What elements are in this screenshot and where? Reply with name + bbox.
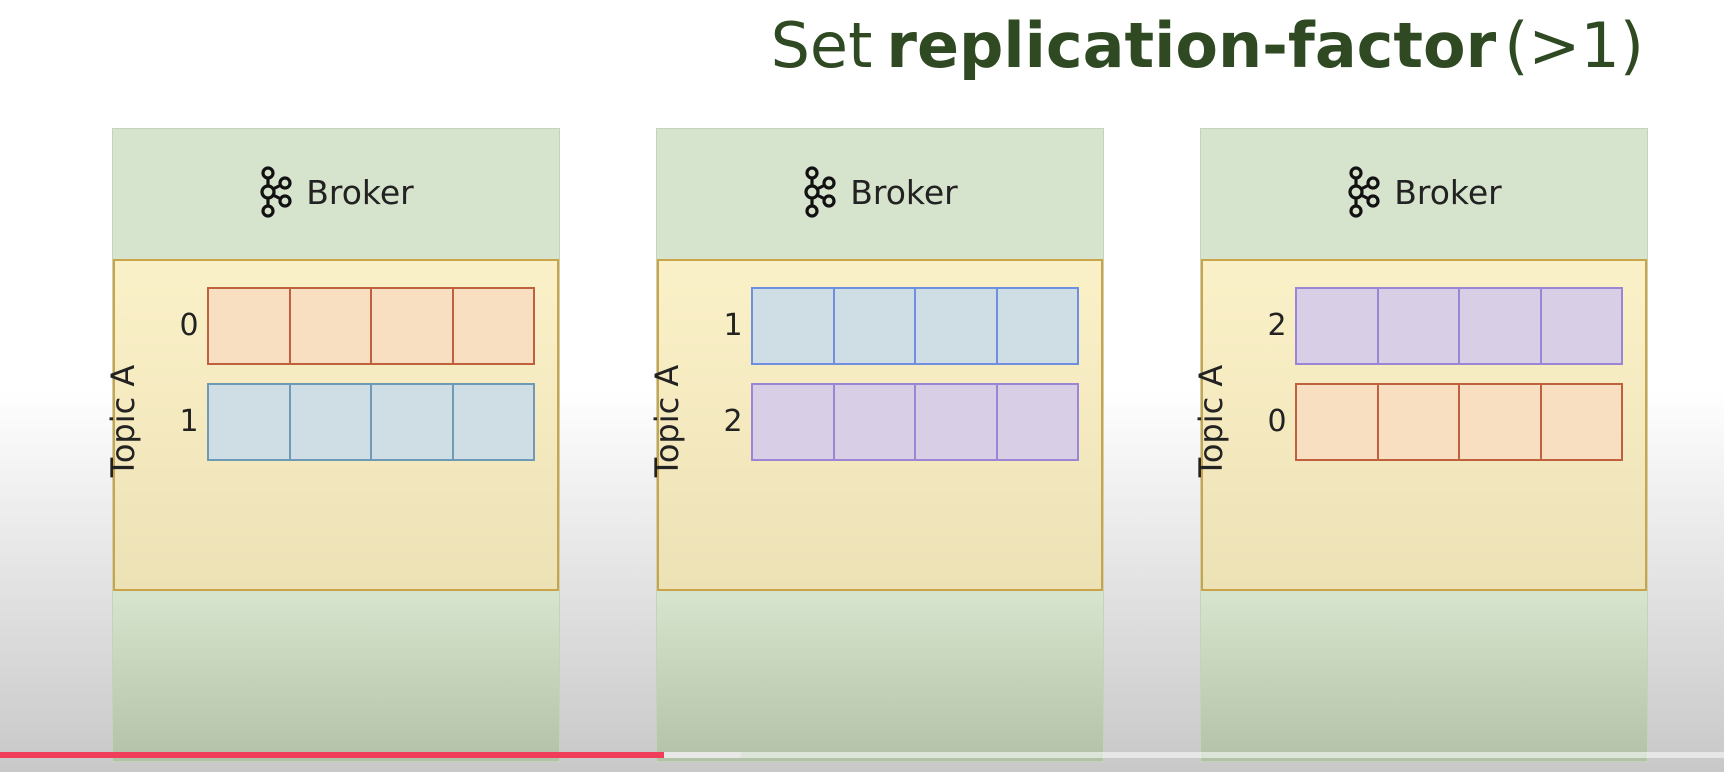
broker-header: Broker (1201, 166, 1647, 218)
broker-lower-area (657, 595, 1103, 761)
broker-lower-area (113, 595, 559, 761)
kafka-logo-icon (260, 166, 292, 218)
broker-panel-3: Broker Topic A 2 0 (1192, 128, 1648, 762)
partition-bar-1 (751, 287, 1079, 365)
partition-number: 0 (1267, 404, 1287, 439)
partition-cell (914, 287, 998, 365)
topic-label: Topic A (1192, 364, 1230, 478)
partition-cell (1376, 383, 1460, 461)
topic-area: Topic A 2 0 (1192, 259, 1647, 591)
partition-cell (995, 287, 1079, 365)
topic-label: Topic A (648, 364, 686, 478)
title-prefix: Set (770, 9, 873, 82)
partition-cell (1458, 383, 1542, 461)
partition-cell (1539, 287, 1623, 365)
kafka-logo-icon (804, 166, 836, 218)
partition-cell (751, 383, 835, 461)
partition-cell (832, 287, 916, 365)
topic-area: Topic A 0 1 (104, 259, 559, 591)
partition-bar-0 (1295, 383, 1623, 461)
partition-cell (207, 287, 291, 365)
broker-header: Broker (657, 166, 1103, 218)
partition-bar-0 (207, 287, 535, 365)
broker-lower-area (1201, 595, 1647, 761)
partition-cell (914, 383, 998, 461)
partition-bar-2 (1295, 287, 1623, 365)
partition-bar-1 (207, 383, 535, 461)
partition-cell (370, 383, 454, 461)
broker-label: Broker (850, 172, 958, 212)
partition-number: 0 (179, 308, 199, 343)
broker-label: Broker (1394, 172, 1502, 212)
broker-panel-2: Broker Topic A 1 2 (648, 128, 1104, 762)
title-emphasis: replication-factor (886, 9, 1497, 82)
partition-cell (832, 383, 916, 461)
partition-number: 2 (723, 404, 743, 439)
partition-cell (451, 383, 535, 461)
kafka-logo-icon (1348, 166, 1380, 218)
partition-cell (1295, 383, 1379, 461)
partition-cell (451, 287, 535, 365)
partition-bar-2 (751, 383, 1079, 461)
video-played-bar (0, 752, 664, 758)
partition-cell (751, 287, 835, 365)
topic-label: Topic A (104, 364, 142, 478)
broker-panel-1: Broker Topic A 0 1 (104, 128, 560, 762)
broker-header: Broker (113, 166, 559, 218)
partition-cell (1295, 287, 1379, 365)
partition-number: 1 (723, 308, 743, 343)
video-progress-bar[interactable] (0, 752, 1724, 758)
partition-cell (288, 383, 372, 461)
partition-cell (288, 287, 372, 365)
title-suffix: (>1) (1504, 9, 1644, 82)
broker-label: Broker (306, 172, 414, 212)
partition-cell (207, 383, 291, 461)
partition-cell (1458, 287, 1542, 365)
partition-cell (1539, 383, 1623, 461)
partition-cell (995, 383, 1079, 461)
partition-cell (370, 287, 454, 365)
partition-number: 2 (1267, 308, 1287, 343)
partition-cell (1376, 287, 1460, 365)
topic-area: Topic A 1 2 (648, 259, 1103, 591)
partition-number: 1 (179, 404, 199, 439)
